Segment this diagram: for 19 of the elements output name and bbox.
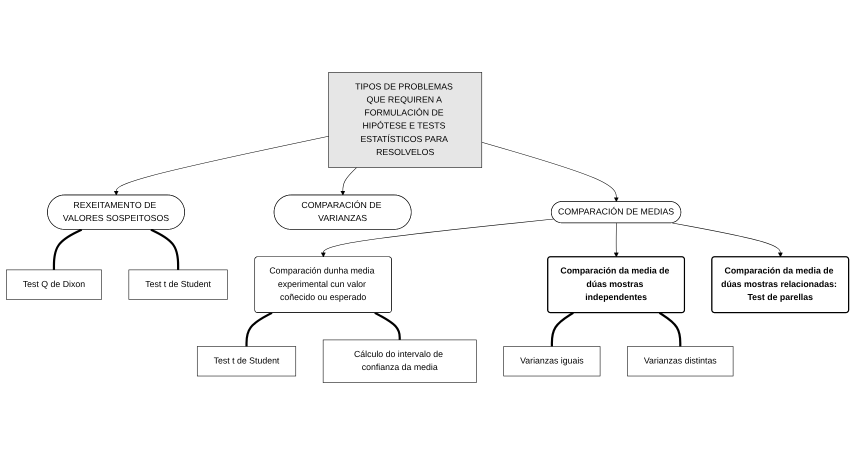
node-box: Varianzas iguais (503, 346, 600, 376)
node-box: Test Q de Dixon (6, 270, 102, 300)
node-box: Test t de Student (128, 270, 228, 300)
connector (550, 312, 574, 346)
arrow (482, 142, 619, 202)
arrow (114, 136, 329, 196)
arrow (614, 222, 619, 258)
node-box: Cálculo do intervalo de confianza da media (322, 340, 477, 383)
connector (52, 228, 82, 270)
arrow (320, 218, 554, 258)
node-box: Test t de Student (196, 346, 296, 376)
node-box: Varianzas distintas (627, 346, 734, 376)
connector (245, 312, 272, 346)
arrow (672, 222, 783, 258)
connector (374, 312, 401, 340)
connector (150, 228, 180, 270)
node-box: TIPOS DE PROBLEMAS QUE REQUIREN A FORMULACIÓN DE HIPÓTESE E TESTS ESTATÍSTICOS PARA RESOLVELOS (328, 72, 482, 168)
arrow (340, 167, 357, 196)
connector (658, 312, 682, 346)
